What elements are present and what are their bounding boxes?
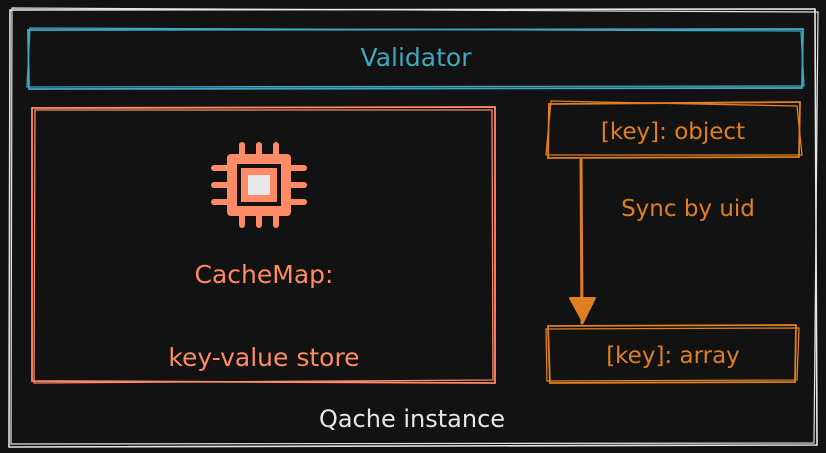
array-box: [key]: array <box>545 324 800 384</box>
cpu-chip-icon <box>211 142 307 228</box>
cachemap-title: CacheMap: <box>195 260 334 289</box>
sync-label: Sync by uid <box>621 196 755 222</box>
object-label: [key]: object <box>601 119 745 145</box>
validator-label: Validator <box>361 43 473 72</box>
cachemap-box: CacheMap: key-value store <box>31 106 496 384</box>
array-label: [key]: array <box>606 343 740 369</box>
qache-instance-frame <box>8 7 819 448</box>
cachemap-subtitle: key-value store <box>168 343 359 372</box>
object-box: [key]: object <box>545 100 803 159</box>
instance-label: Qache instance <box>319 405 505 433</box>
sync-arrow <box>569 158 596 325</box>
validator-box: Validator <box>26 27 805 90</box>
